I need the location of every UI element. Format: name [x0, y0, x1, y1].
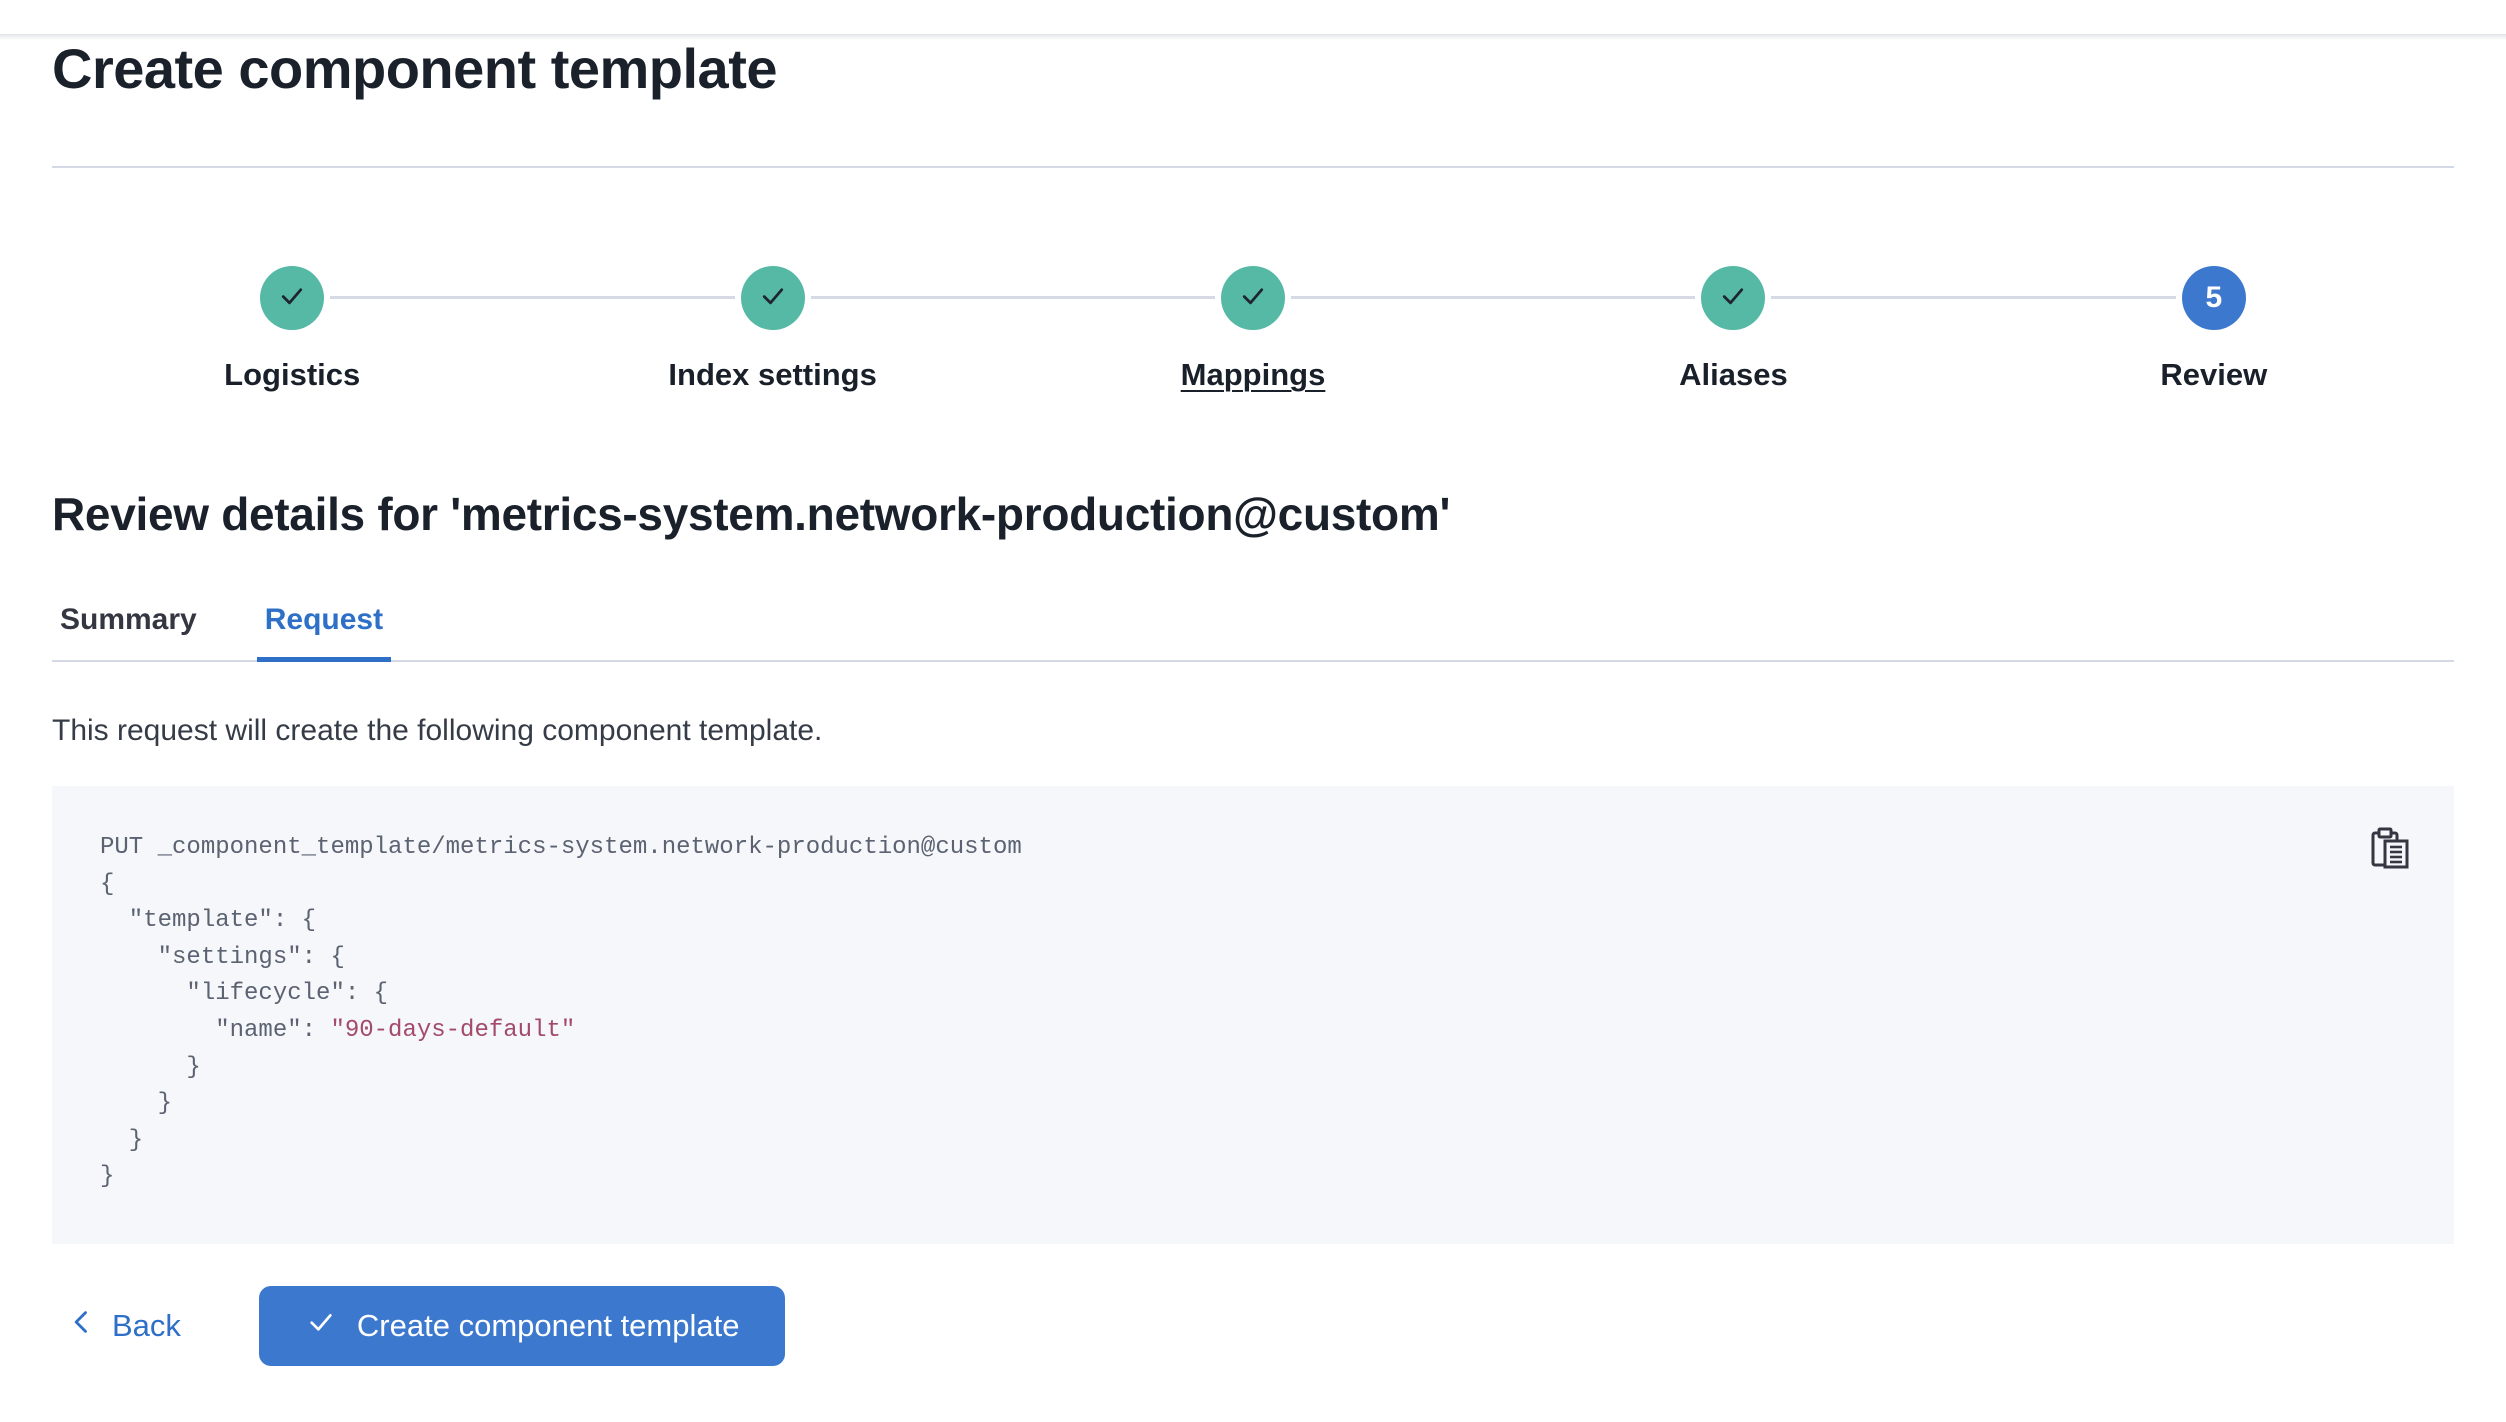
step-review-number: 5 [2205, 281, 2223, 314]
code-string-value: "90-days-default" [330, 1016, 576, 1044]
create-component-template-page: Create component template Logistics Inde… [0, 34, 2506, 1366]
step-index-settings-circle [740, 266, 805, 330]
request-code: PUT _component_template/metrics-system.n… [100, 830, 2334, 1196]
code-line: PUT _component_template/metrics-system.n… [100, 834, 1022, 861]
check-icon [1238, 281, 1268, 316]
copy-to-clipboard-button[interactable] [2370, 826, 2410, 870]
check-icon [758, 281, 788, 316]
code-line: "template": { [100, 907, 317, 935]
tab-summary[interactable]: Summary [52, 600, 205, 660]
tab-request[interactable]: Request [256, 600, 392, 662]
request-description: This request will create the following c… [52, 714, 823, 747]
code-line: { [100, 870, 115, 898]
chevron-left-icon [68, 1308, 96, 1344]
step-mappings[interactable]: Mappings [810, 266, 1493, 394]
step-index-settings[interactable]: Index settings [330, 266, 1012, 394]
step-review[interactable]: 5 Review [1771, 266, 2454, 394]
code-line: "lifecycle": { [100, 980, 389, 1008]
step-review-label[interactable]: Review [2160, 357, 2268, 392]
title-divider [52, 166, 2454, 168]
footer-actions: Back Create component template [52, 1286, 2454, 1366]
check-icon [277, 281, 307, 316]
review-details-heading: Review details for 'metrics-system.netwo… [52, 488, 1451, 540]
back-button-label: Back [112, 1308, 181, 1343]
code-line: "name": "90-days-default" [100, 1016, 576, 1044]
step-logistics-label[interactable]: Logistics [224, 357, 361, 392]
code-line: } [100, 1163, 115, 1191]
request-code-block: PUT _component_template/metrics-system.n… [52, 786, 2454, 1244]
review-tabs: Summary Request [52, 600, 2454, 662]
create-button-label: Create component template [356, 1308, 740, 1343]
code-line: "settings": { [100, 943, 345, 971]
back-button[interactable]: Back [52, 1286, 197, 1366]
step-review-circle: 5 [2181, 266, 2246, 330]
check-icon [1718, 281, 1748, 316]
step-logistics[interactable]: Logistics [52, 266, 532, 394]
clipboard-copy-icon [2370, 827, 2410, 873]
step-progress-bar: Logistics Index settings Mappings [52, 266, 2454, 394]
step-mappings-circle [1221, 266, 1286, 330]
step-mappings-label[interactable]: Mappings [1180, 357, 1326, 392]
step-index-settings-label[interactable]: Index settings [668, 357, 877, 392]
code-line: } [100, 1126, 144, 1154]
step-aliases[interactable]: Aliases [1290, 266, 1973, 394]
step-aliases-label[interactable]: Aliases [1679, 357, 1788, 392]
step-aliases-circle [1701, 266, 1766, 330]
check-icon [305, 1306, 337, 1346]
create-component-template-button[interactable]: Create component template [258, 1286, 786, 1366]
step-logistics-circle [260, 266, 325, 330]
code-line: } [100, 1053, 201, 1081]
page-title: Create component template [52, 37, 778, 100]
code-line: } [100, 1090, 173, 1118]
